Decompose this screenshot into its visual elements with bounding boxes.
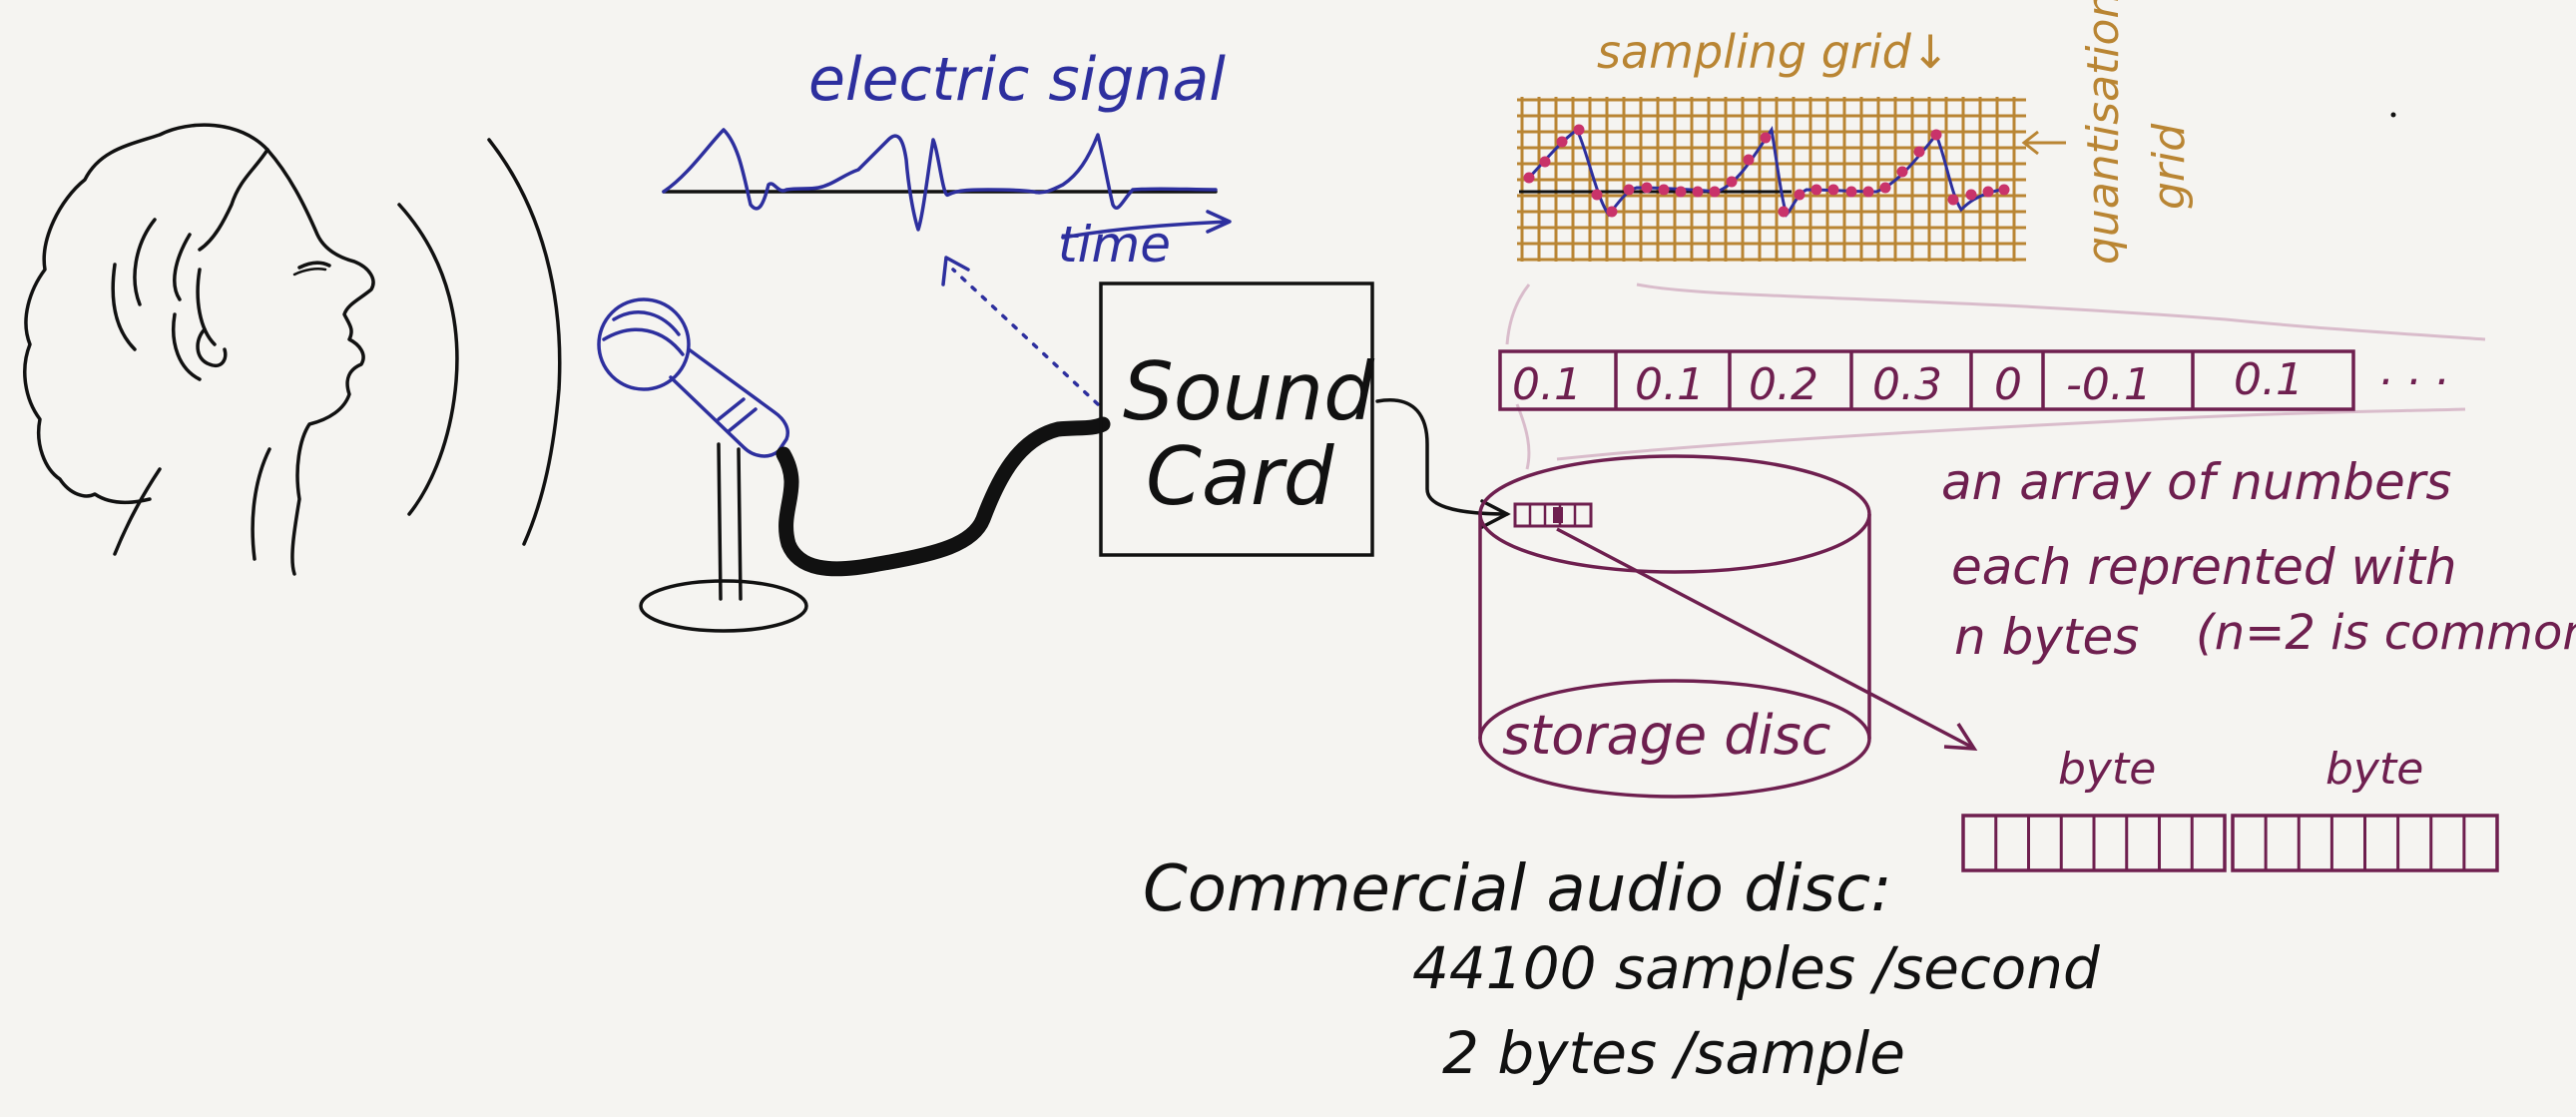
sample-point <box>1591 189 1603 201</box>
sample-point <box>1930 129 1942 141</box>
sampling-grid-label: sampling grid↓ <box>1597 25 1949 79</box>
sample-point <box>1998 184 2010 196</box>
array-description-line1: an array of numbers <box>1941 453 2451 511</box>
array-description-line2: each reprented with <box>1951 538 2457 596</box>
sample-point <box>1845 186 1857 198</box>
disc-cylinder-icon <box>1478 454 1978 799</box>
sample-point <box>1675 186 1687 198</box>
sample-point <box>1523 172 1535 184</box>
sample-point <box>1709 186 1721 198</box>
numbers-array: 0.1 0.1 0.2 0.3 0 -0.1 0.1 <box>1498 349 2355 411</box>
sample-point <box>1947 194 1959 206</box>
sound-wave-icon <box>397 138 562 546</box>
array-cell: 0.2 <box>1749 359 1818 410</box>
array-cell: 0.1 <box>2234 354 2304 405</box>
sample-point <box>1556 136 1568 148</box>
electric-signal-label: electric signal <box>808 45 1226 115</box>
footer-line1: Commercial audio disc: <box>1143 852 1892 926</box>
array-cell: 0.1 <box>1512 359 1582 410</box>
sample-point <box>1913 146 1925 158</box>
sample-point <box>1879 182 1891 194</box>
sample-point <box>1827 184 1839 196</box>
footer-line2: 44100 samples /second <box>1412 934 2101 1002</box>
quantisation-grid-label-line1: quantisation <box>2078 0 2129 265</box>
sample-point <box>1658 184 1670 196</box>
quantisation-grid-label-line2: grid <box>2144 123 2195 210</box>
sound-card-label-line1: Sound <box>1123 345 1375 438</box>
byte-label: byte <box>2325 744 2423 795</box>
sample-point <box>1760 132 1772 144</box>
storage-disc-label: storage disc <box>1502 704 1830 767</box>
sample-point <box>1539 156 1551 168</box>
sampling-grid <box>1517 97 2066 262</box>
sample-point <box>1794 189 1805 201</box>
byte-label: byte <box>2058 744 2156 795</box>
array-description-note: (n=2 is common) <box>2196 605 2576 661</box>
sample-point <box>1641 182 1653 194</box>
sample-point <box>1896 166 1908 178</box>
sample-point <box>1965 189 1977 201</box>
footer-line3: 2 bytes /sample <box>1442 1019 1905 1087</box>
sound-card-label-line2: Card <box>1146 430 1335 523</box>
array-cell: 0.3 <box>1872 359 1942 410</box>
grid-to-array-bracket <box>1505 282 2486 470</box>
sample-point <box>1606 206 1618 218</box>
bytes-diagram: byte byte <box>1961 744 2499 872</box>
sample-point <box>1726 176 1738 188</box>
sample-point <box>1778 206 1790 218</box>
stray-dot <box>2390 112 2396 118</box>
sound-card-box: Sound Card <box>1099 281 1511 557</box>
electric-signal-graph <box>662 128 1232 406</box>
array-cell: 0.1 <box>1635 359 1705 410</box>
sample-point <box>1623 184 1635 196</box>
array-ellipsis: . . . <box>2380 344 2450 395</box>
array-cell: -0.1 <box>2066 359 2152 410</box>
time-label: time <box>1058 216 1171 274</box>
array-description-line3: n bytes <box>1954 608 2139 666</box>
sample-point <box>1982 186 1994 198</box>
person-speaking-icon <box>23 123 375 576</box>
sample-point <box>1862 186 1874 198</box>
sample-point <box>1573 124 1585 136</box>
array-cell: 0 <box>1994 359 2022 410</box>
microphone-icon <box>597 297 1111 633</box>
sample-point <box>1743 154 1755 166</box>
sample-point <box>1692 186 1704 198</box>
sample-point <box>1810 184 1822 196</box>
